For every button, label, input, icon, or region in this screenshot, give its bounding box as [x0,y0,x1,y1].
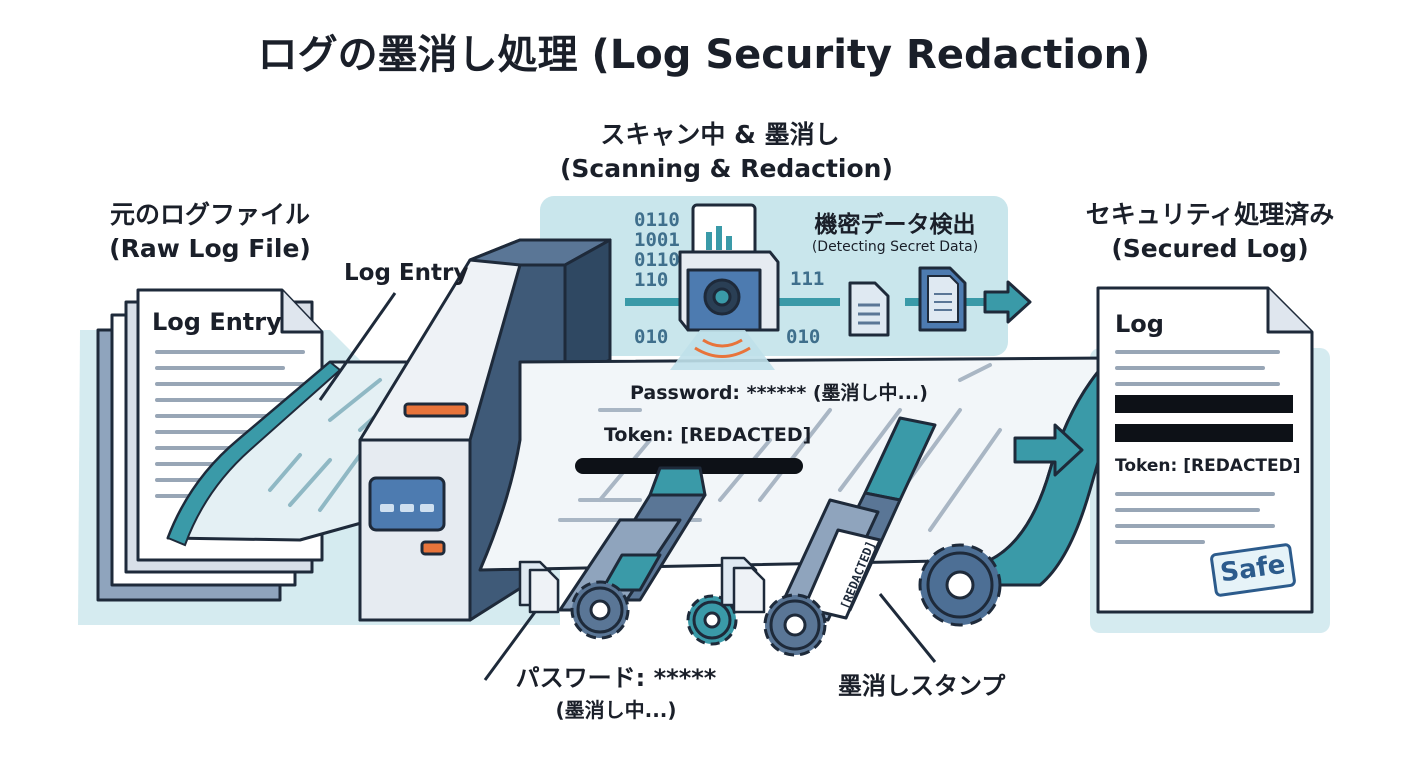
gear-icon [918,543,1002,627]
gear-icon [763,593,827,657]
stamp-callout: 墨消しスタンプ [838,672,1006,700]
scanner-screen-dots [380,504,434,512]
binary-line: 0110 [634,209,680,231]
paper-icon [720,556,766,614]
detect-secret-ja: 機密データ検出 [814,212,976,238]
output-doc-heading: Log [1115,310,1164,338]
belt-arrow [1013,423,1084,477]
password-callout-text: パスワード: ***** [515,664,717,692]
raw-log-title-ja: 元のログファイル [109,200,310,229]
detect-secret-en: (Detecting Secret Data) [811,239,979,255]
stamp-callout-line [878,593,937,663]
gear-icon [686,594,738,646]
feed-paper-edge [166,360,342,547]
scan-wave-2 [702,338,743,348]
scan-arrow [983,280,1032,324]
binary-bottom-right: 010 [786,326,821,348]
password-callout-line [483,611,537,681]
secured-title-ja: セキュリティ処理済み [1085,200,1335,229]
scanner-head-chart-bars [706,226,732,250]
raw-log-stack [96,288,324,602]
binary-bottom-left: 010 [634,326,669,348]
detect-secret-label: 機密データ検出 (Detecting Secret Data) [770,205,1020,255]
password-callout: パスワード: ***** (墨消し中...) [486,662,746,726]
belt-black-redaction-bar [575,458,803,474]
binary-stack: 0110 1001 0110 110 [634,210,680,290]
redaction-bar-1 [1115,395,1293,413]
input-doc-heading: Log Entry [152,308,282,336]
paper-icon [518,560,560,614]
binary-line: 110 [634,269,669,291]
secured-log-lines [1115,350,1280,544]
scan-section-title: スキャン中 & 墨消し (Scanning & Redaction) [560,118,893,186]
secured-title-en: (Secured Log) [1111,234,1309,263]
binary-right: 111 [790,268,825,290]
stamper-right [778,416,937,622]
binary-line: 0110 [634,249,680,271]
secured-section-title: セキュリティ処理済み (Secured Log) [1040,198,1380,266]
log-entry-callout-line [318,292,397,401]
scan-wave [694,346,751,358]
belt-password-line: Password: ****** (墨消し中...) [630,382,928,404]
doc-icon-1 [848,281,890,337]
belt-token-line: Token: [REDACTED] [604,424,812,446]
gear-icon [570,580,630,640]
raw-log-title-en: (Raw Log File) [109,234,311,263]
binary-line: 1001 [634,229,680,251]
output-token-line: Token: [REDACTED] [1115,456,1301,476]
password-callout-sub: (墨消し中...) [555,698,677,722]
scan-beam [670,330,775,370]
page-title: ログの墨消し処理 (Log Security Redaction) [257,32,1151,78]
scan-title-ja: スキャン中 & 墨消し [600,120,840,149]
log-entry-callout: Log Entry [344,260,469,286]
redaction-bar-2 [1115,424,1293,442]
raw-log-section-title: 元のログファイル (Raw Log File) [60,198,360,266]
scan-title-en: (Scanning & Redaction) [560,154,893,183]
doc-icon-2 [918,266,967,332]
